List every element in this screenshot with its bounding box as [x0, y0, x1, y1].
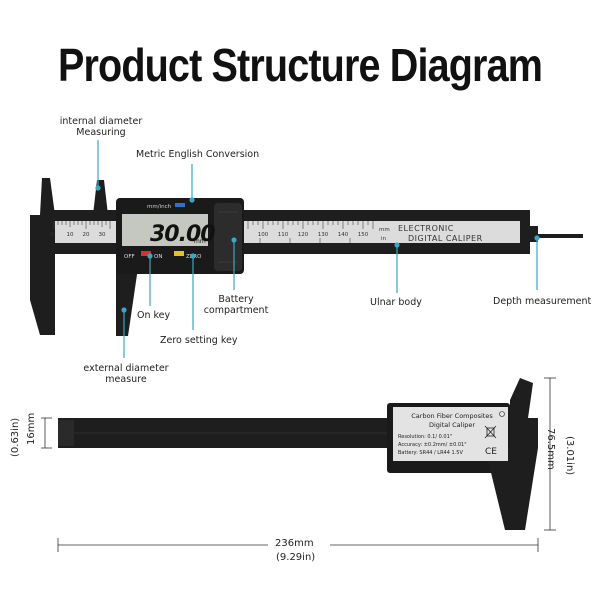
- dim-thickness-mm: 16mm: [26, 412, 37, 445]
- off-on-button: [141, 251, 151, 256]
- back-lower-jaw: [485, 448, 538, 530]
- page-title: Product Structure Diagram: [57, 39, 543, 91]
- lcd-screen: [122, 214, 208, 246]
- tick-label-right-5: 150: [358, 232, 369, 238]
- back-upper-jaw: [510, 378, 533, 418]
- slider-lower-jaw: [116, 254, 140, 336]
- dim-length-in: (9.29in): [276, 552, 316, 563]
- slider-upper-jaw: [93, 180, 108, 215]
- depth-rod: [525, 234, 583, 238]
- lcd-unit: mm: [194, 238, 206, 245]
- scale-ticks-left: [53, 221, 111, 229]
- callout-external-diameter-line2: measure: [105, 374, 147, 385]
- callout-battery-line1: Battery: [218, 294, 254, 305]
- off-label: OFF: [124, 254, 135, 260]
- tick-label-left-2: 20: [83, 232, 90, 238]
- ce-mark: CE: [485, 447, 497, 457]
- scale-label-digital-caliper: DIGITAL CALIPER: [408, 234, 483, 243]
- dim-height-in: (3.01in): [564, 436, 575, 476]
- callout-battery-line2: compartment: [203, 305, 269, 316]
- callout-internal-diameter-line1: internal diameter: [59, 116, 143, 127]
- tick-label-left-0: 0: [50, 232, 54, 238]
- back-label-line1: Carbon Fiber Composites: [411, 412, 493, 420]
- dim-length-mm: 236mm: [275, 538, 314, 549]
- fixed-lower-jaw: [30, 215, 55, 335]
- callout-on-key: On key: [137, 310, 171, 321]
- callout-external-diameter-line1: external diameter: [83, 363, 169, 374]
- scale-label-electronic: ELECTRONIC: [398, 224, 454, 233]
- unit-indicator: mm/inch: [147, 204, 172, 210]
- tick-label-left-3: 30: [99, 232, 106, 238]
- back-label-resolution: Resolution: 0.1/ 0.01": [398, 434, 452, 440]
- callout-external-diameter: external diameter measure: [83, 363, 168, 385]
- fixed-upper-jaw: [40, 178, 55, 215]
- callout-internal-diameter: internal diameter Measuring: [60, 116, 143, 138]
- scale-ticks-right: [247, 221, 374, 229]
- callout-ulnar-body: Ulnar body: [370, 297, 422, 308]
- tick-label-right-2: 120: [298, 232, 309, 238]
- callout-internal-diameter-line2: Measuring: [76, 127, 126, 138]
- on-label: ON: [154, 254, 162, 260]
- back-label-battery: Battery: SR44 / LR44 1.5V: [398, 450, 463, 456]
- mode-button: [175, 203, 185, 207]
- dim-thickness-in: (0.63in): [10, 417, 21, 457]
- tick-label-right-0: 100: [258, 232, 269, 238]
- tick-label-right-3: 130: [318, 232, 329, 238]
- callout-battery: Battery compartment: [204, 294, 269, 316]
- weee-bin-icon: [484, 425, 497, 439]
- back-label-line2: Digital Caliper: [429, 421, 475, 429]
- zero-button: [174, 251, 184, 256]
- callout-depth: Depth measurement: [493, 296, 592, 307]
- callout-metric-english: Metric English Conversion: [136, 149, 260, 160]
- back-label-accuracy: Accuracy: ±0.2mm/ ±0.01": [398, 442, 467, 448]
- rohs-circle-icon: [499, 411, 505, 417]
- dim-height-mm: 76.5mm: [545, 428, 556, 470]
- scale-unit-mm: mm: [379, 227, 390, 233]
- tick-label-right-4: 140: [338, 232, 349, 238]
- lcd-value: 30.00: [150, 222, 215, 247]
- back-beam-end: [58, 420, 74, 446]
- tick-label-right-1: 110: [278, 232, 289, 238]
- scale-unit-in: in: [381, 236, 387, 242]
- tick-label-left-1: 10: [67, 232, 74, 238]
- callout-zero-key: Zero setting key: [160, 335, 238, 346]
- battery-compartment: [214, 203, 242, 271]
